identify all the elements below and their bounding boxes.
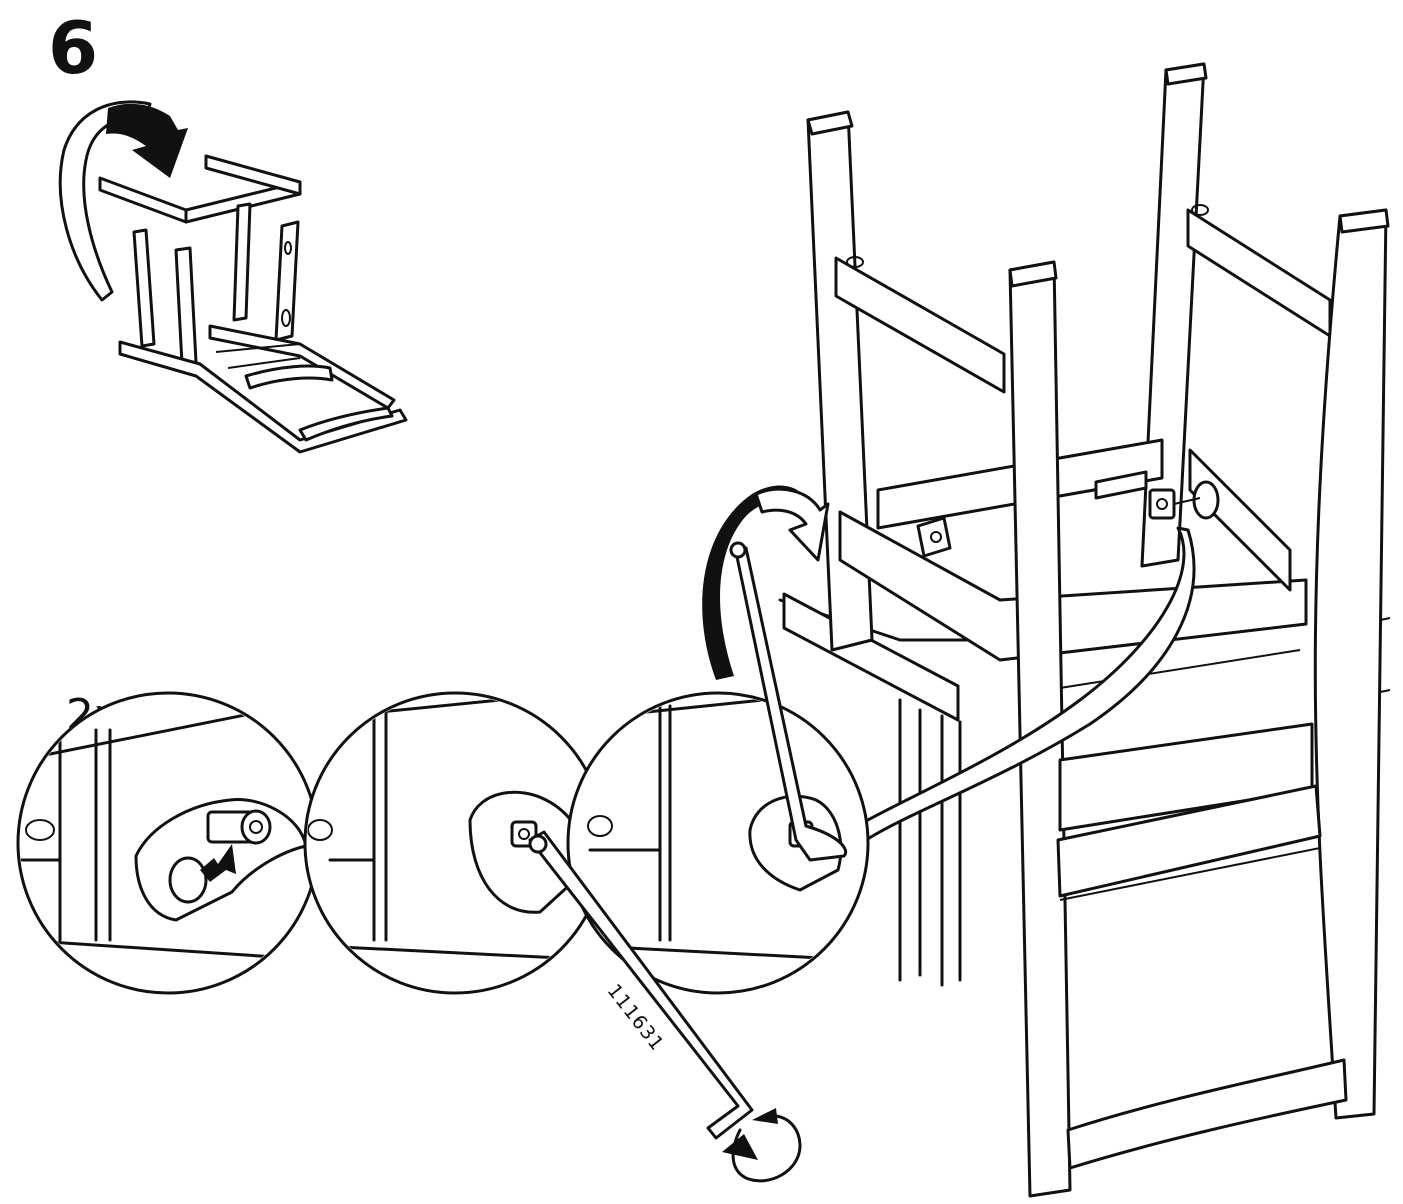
step-number: 6 [48, 6, 99, 90]
push-arrow-icon [200, 844, 236, 882]
detail-circle-1 [16, 691, 320, 995]
rotate-arrow-icon [702, 485, 830, 680]
detail-circle-2 [303, 691, 607, 995]
rotate-arrow-icon [722, 1108, 802, 1183]
flip-overview [58, 100, 408, 454]
chair-main [702, 62, 1391, 1198]
curved-flip-arrow-icon [58, 100, 188, 302]
